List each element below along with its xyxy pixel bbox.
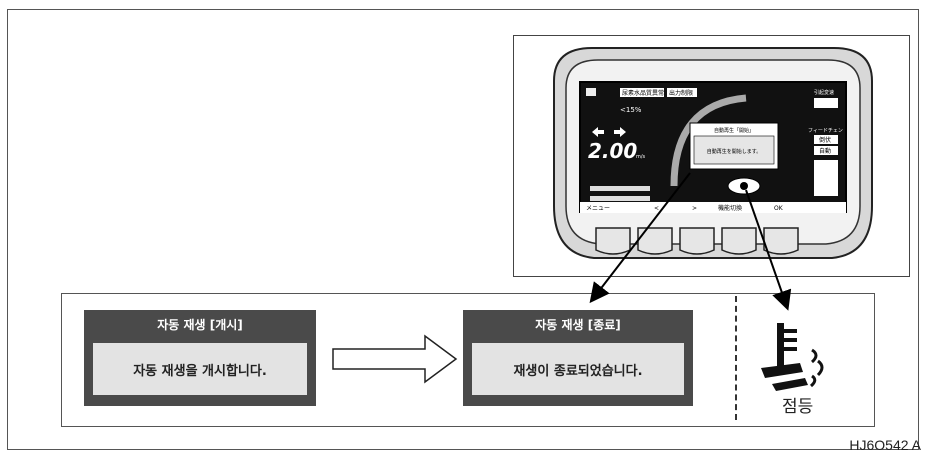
speed-value: 2.00 — [588, 139, 637, 163]
dashboard-illustration: 尿素水品質異常 出力制限 <15% 2.00 m/s 引起変速 フィードチェン … — [553, 47, 873, 259]
popup-regen-start: 자동 재생 [개시] 자동 재생을 개시합니다. — [84, 310, 316, 406]
softkey-prev: < — [654, 205, 659, 212]
divider-dashed — [735, 296, 737, 420]
sequence-panel — [61, 293, 875, 427]
badge-output: 出力制限 — [669, 89, 693, 97]
popup-start-title: 자동 재생 [개시] — [157, 318, 243, 332]
right-label-mid: フィードチェン — [808, 128, 843, 134]
dashboard-photo: 尿素水品質異常 出力制限 <15% 2.00 m/s 引起変速 フィードチェン … — [513, 35, 910, 277]
softkey-menu: メニュー — [586, 205, 610, 212]
softkey-next: > — [692, 205, 697, 212]
softkey-function: 機能切換 — [718, 204, 742, 212]
badge-urea: 尿素水品質異常 — [622, 89, 664, 97]
fuel-pct: <15% — [620, 106, 642, 114]
popup-start-message: 자동 재생을 개시합니다. — [93, 343, 307, 395]
right-badge-1: 倒伏 — [819, 136, 831, 144]
dashboard-popup-title: 自動再生「開始」 — [714, 127, 754, 134]
lamp-state-label: 점등 — [782, 397, 814, 417]
right-label-top: 引起変速 — [814, 89, 834, 96]
dashboard-popup-message: 自動再生を開始します。 — [707, 148, 762, 155]
figure-code: HJ6O542 A — [849, 437, 921, 453]
speed-unit: m/s — [636, 154, 646, 160]
figure-frame — [7, 9, 919, 450]
popup-regen-end: 자동 재생 [종료] 재생이 종료되었습니다. — [463, 310, 693, 406]
physical-buttons — [595, 227, 799, 255]
popup-end-title: 자동 재생 [종료] — [535, 318, 621, 332]
popup-end-message: 재생이 종료되었습니다. — [472, 343, 684, 395]
softkey-ok: OK — [774, 205, 784, 212]
right-badge-2: 自動 — [819, 147, 831, 155]
